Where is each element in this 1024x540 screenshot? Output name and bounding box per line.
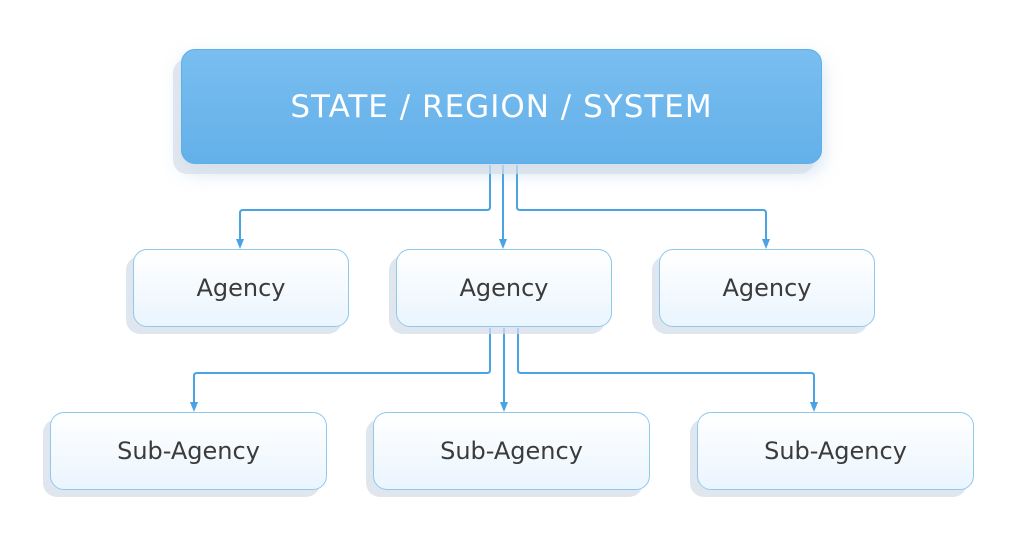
sub-agency-node-label: Sub-Agency — [440, 437, 583, 465]
agency-node-left: Agency — [133, 249, 349, 327]
sub-agency-node-center: Sub-Agency — [373, 412, 650, 490]
connector-root-agency-left — [236, 165, 491, 249]
agency-node-label: Agency — [722, 274, 812, 302]
sub-agency-node-label: Sub-Agency — [764, 437, 907, 465]
sub-agency-node-left: Sub-Agency — [50, 412, 327, 490]
root-node-state-region-system: STATE / REGION / SYSTEM — [181, 49, 822, 164]
sub-agency-node-label: Sub-Agency — [117, 437, 260, 465]
agency-node-center: Agency — [396, 249, 612, 327]
agency-node-label: Agency — [459, 274, 549, 302]
agency-node-label: Agency — [196, 274, 286, 302]
connector-agency-sub-right — [517, 328, 818, 412]
connector-agency-sub-left — [190, 328, 491, 412]
agency-node-right: Agency — [659, 249, 875, 327]
connector-root-agency-right — [516, 165, 770, 249]
sub-agency-node-right: Sub-Agency — [697, 412, 974, 490]
root-node-label: STATE / REGION / SYSTEM — [290, 88, 713, 125]
